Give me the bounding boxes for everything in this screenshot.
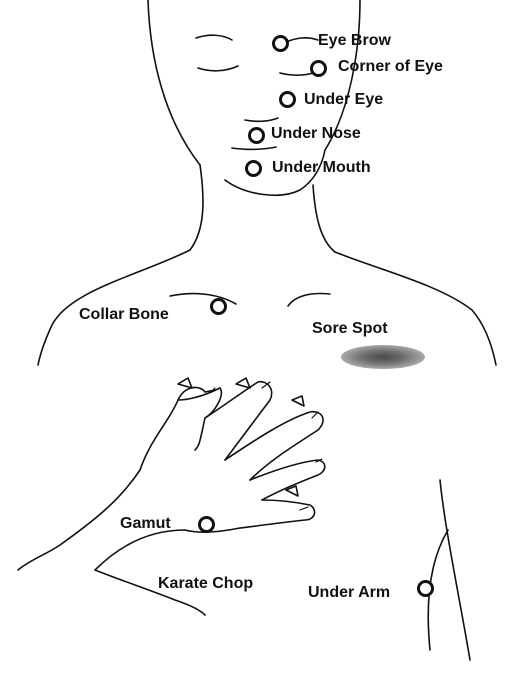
- neck-left: [190, 165, 203, 250]
- mouth-line: [232, 147, 276, 149]
- neck-right: [313, 185, 335, 252]
- nose-line: [245, 118, 278, 121]
- under-mouth-point-icon: [245, 160, 262, 177]
- fingertip-marker-2: [236, 378, 250, 388]
- corner-of-eye-label: Corner of Eye: [338, 59, 443, 75]
- wrist-lower: [95, 528, 240, 570]
- sore-spot-label: Sore Spot: [312, 321, 388, 337]
- finger-pinky: [240, 500, 315, 528]
- finger-index: [205, 382, 272, 460]
- fingertip-marker-3: [292, 396, 304, 406]
- collar-bone-label: Collar Bone: [79, 307, 169, 323]
- under-eye-point-icon: [279, 91, 296, 108]
- arm-right-outer: [440, 480, 470, 660]
- sore-spot-shading: [341, 345, 425, 369]
- collar-bone-point-icon: [210, 298, 227, 315]
- gamut-point-icon: [198, 516, 215, 533]
- gamut-label: Gamut: [120, 516, 171, 532]
- left-eye: [198, 66, 238, 71]
- face-left-outline: [148, 0, 200, 165]
- under-nose-label: Under Nose: [271, 126, 361, 142]
- corner-of-eye-point-icon: [310, 60, 327, 77]
- under-arm-label: Under Arm: [308, 585, 390, 601]
- right-eyebrow: [286, 38, 318, 42]
- under-eye-label: Under Eye: [304, 92, 383, 108]
- under-mouth-label: Under Mouth: [272, 160, 371, 176]
- thumb: [178, 388, 221, 450]
- finger-middle: [225, 412, 323, 480]
- finger-ring: [250, 460, 325, 500]
- under-arm-point-icon: [417, 580, 434, 597]
- eye-brow-label: Eye Brow: [318, 33, 391, 49]
- left-eyebrow: [196, 35, 232, 40]
- collar-right: [288, 294, 330, 307]
- nails: [210, 382, 322, 510]
- eye-brow-point-icon: [272, 35, 289, 52]
- karate-chop-label: Karate Chop: [158, 576, 253, 592]
- fingertip-marker-1: [178, 378, 192, 388]
- under-nose-point-icon: [248, 127, 265, 144]
